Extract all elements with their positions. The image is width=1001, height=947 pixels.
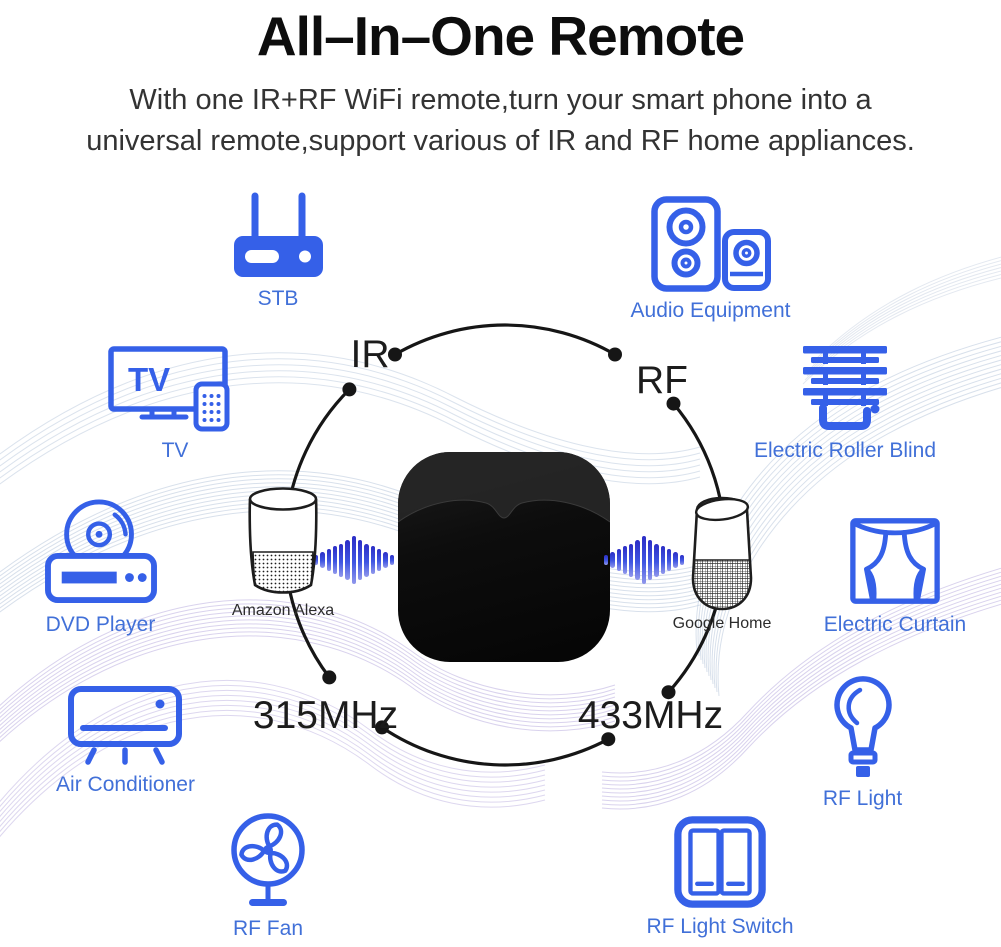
- device-rf-light-switch: RF Light Switch: [620, 816, 820, 939]
- device-label: DVD Player: [45, 613, 156, 636]
- device-audio-equipment: Audio Equipment: [618, 196, 803, 323]
- device-label: STB: [257, 287, 299, 310]
- device-label: RF Fan: [232, 917, 303, 940]
- dvd-player-icon: [44, 499, 157, 604]
- subtitle-line-2: universal remote,support various of IR a…: [86, 125, 915, 158]
- roller-blind-icon: [803, 346, 887, 430]
- device-label: RF Light: [822, 787, 903, 810]
- page-subtitle: With one IR+RF WiFi remote,turn your sma…: [0, 80, 1001, 162]
- device-dvd-player: DVD Player: [28, 498, 173, 637]
- device-tv: TV TV: [107, 346, 240, 463]
- device-air-conditioner: Air Conditioner: [38, 686, 213, 797]
- device-stb: STB: [208, 192, 348, 311]
- alexa-speaker-icon: [248, 487, 318, 594]
- rf-light-icon: [833, 676, 892, 777]
- page-title: All–In–One Remote: [256, 5, 745, 67]
- stb-icon: [233, 192, 323, 277]
- device-electric-roller-blind: Electric Roller Blind: [725, 346, 965, 463]
- curtain-icon: [850, 518, 940, 604]
- device-electric-curtain: Electric Curtain: [805, 514, 985, 637]
- assistant-google-home: Google Home: [666, 496, 778, 633]
- signal-label-ir: IR: [350, 333, 390, 376]
- signal-label-433mhz: 433MHz: [577, 694, 724, 737]
- assistant-amazon-alexa: Amazon Alexa: [228, 486, 338, 620]
- light-switch-icon: [674, 816, 766, 908]
- device-label: RF Light Switch: [646, 915, 794, 938]
- subtitle-line-1: With one IR+RF WiFi remote,turn your sma…: [129, 84, 872, 116]
- signal-label-rf: RF: [636, 359, 688, 402]
- hub-gloss-highlight: [398, 452, 610, 523]
- audio-equipment-icon: [650, 196, 771, 292]
- device-label: Audio Equipment: [630, 299, 791, 322]
- device-label: Electric Roller Blind: [753, 439, 937, 462]
- signal-label-315mhz: 315MHz: [252, 694, 399, 737]
- device-label: TV: [161, 439, 189, 462]
- device-label: Electric Curtain: [823, 613, 967, 636]
- header: All–In–One Remote With one IR+RF WiFi re…: [0, 0, 1001, 162]
- tv-icon-text: TV: [128, 361, 170, 398]
- device-rf-light: RF Light: [800, 676, 925, 811]
- air-conditioner-icon: [68, 686, 182, 765]
- device-rf-fan: RF Fan: [203, 812, 333, 941]
- assistant-label: Amazon Alexa: [231, 602, 335, 619]
- device-label: Air Conditioner: [56, 773, 195, 796]
- assistant-label: Google Home: [672, 615, 772, 632]
- hub-device: [398, 452, 610, 662]
- rf-fan-icon: [231, 813, 305, 906]
- google-home-speaker-icon: [691, 496, 753, 611]
- tv-icon: TV: [107, 346, 229, 432]
